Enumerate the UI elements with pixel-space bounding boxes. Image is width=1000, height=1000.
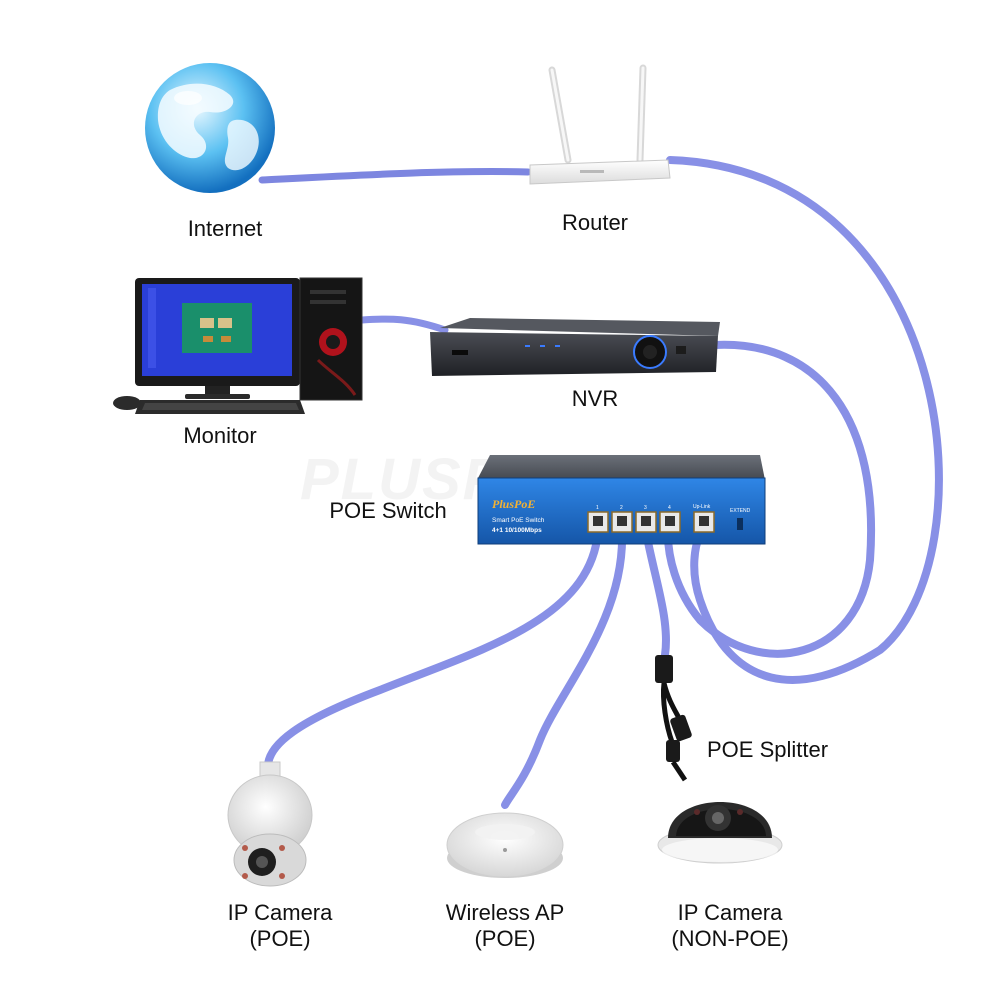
label-ip-camera-nonpoe-line1: IP Camera: [677, 900, 783, 925]
label-internet: Internet: [187, 216, 263, 241]
label-ip-camera-nonpoe: IP Camera (NON-POE): [655, 900, 805, 952]
cable-internet-router: [258, 168, 532, 184]
cable-switch-ap: [501, 528, 627, 809]
port-number-4: 4: [668, 505, 671, 511]
cable-nvr-switch: [664, 340, 876, 658]
switch-ports: [587, 511, 715, 533]
label-monitor: Monitor: [183, 423, 257, 448]
port-number-3: 3: [644, 505, 647, 511]
label-poe-splitter: POE Splitter: [707, 737, 829, 762]
switch-model-line2: 4+1 10/100Mbps: [492, 527, 542, 534]
router-icon: [529, 64, 671, 185]
cable-monitor-nvr: [358, 315, 449, 334]
uplink-label: Up-Link: [693, 504, 711, 510]
extend-label: EXTEND: [730, 508, 751, 514]
label-ip-camera-poe-line2: (POE): [249, 926, 311, 951]
cable-router-switch: [666, 156, 943, 684]
cable-switch-ipcamera: [263, 528, 602, 774]
label-wireless-ap: Wireless AP (POE): [430, 900, 580, 952]
poe-splitter-icon: [655, 655, 692, 782]
cable-switch-splitter: [642, 528, 670, 659]
label-ip-camera-poe: IP Camera (POE): [210, 900, 350, 952]
label-router: Router: [561, 210, 629, 235]
ptz-camera-icon: [227, 761, 313, 887]
globe-icon: [145, 63, 275, 193]
nvr-icon: [430, 318, 720, 376]
switch-brand: PlusPoE: [492, 497, 535, 511]
label-wireless-ap-line2: (POE): [474, 926, 536, 951]
poe-switch-icon: PlusPoE Smart PoE Switch 4+1 10/100Mbps …: [477, 455, 766, 545]
dome-camera-icon: [657, 802, 783, 864]
monitor-icon: [113, 277, 363, 414]
label-wireless-ap-line1: Wireless AP: [445, 900, 565, 925]
cables: [258, 156, 943, 809]
label-nvr: NVR: [571, 386, 619, 411]
label-ip-camera-poe-line1: IP Camera: [227, 900, 333, 925]
label-poe-switch: POE Switch: [329, 498, 447, 523]
label-ip-camera-nonpoe-line2: (NON-POE): [671, 926, 789, 951]
switch-model-line1: Smart PoE Switch: [492, 517, 545, 524]
port-number-2: 2: [620, 505, 623, 511]
wireless-ap-icon: [446, 812, 564, 878]
port-number-1: 1: [596, 505, 599, 511]
